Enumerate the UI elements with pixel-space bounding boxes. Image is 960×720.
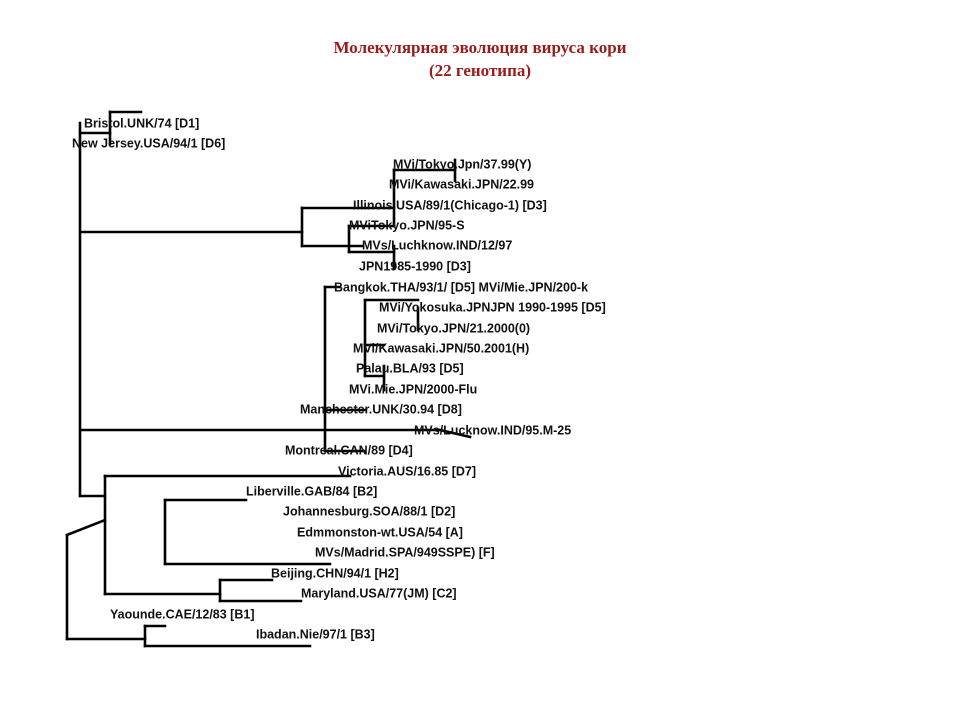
- leaf-label-l22: MVs/Madrid.SPA/949SSPE) [F]: [315, 545, 495, 559]
- title-line-1: Молекулярная эволюция вируса кори: [333, 38, 627, 57]
- tree-branch: [65, 518, 107, 537]
- leaf-label-l24: Maryland.USA/77(JM) [C2]: [301, 586, 457, 600]
- leaf-label-l02: New Jersey.USA/94/1 [D6]: [72, 136, 225, 150]
- leaf-label-l14: MVi.Mie.JPN/2000-Flu: [349, 382, 477, 396]
- title-line-2: (22 генотипа): [428, 61, 532, 80]
- leaf-label-l25: Yaounde.CAE/12/83 [B1]: [110, 607, 255, 621]
- leaf-label-l17: Montreal.CAN/89 [D4]: [285, 443, 413, 457]
- diagram-title: Молекулярная эволюция вируса кори (22 ге…: [0, 36, 960, 82]
- leaf-label-l06: MViTokyo.JPN/95-S: [349, 218, 465, 232]
- tree-branch: [438, 428, 472, 439]
- leaf-label-l13: Palau.BLA/93 [D5]: [356, 361, 464, 375]
- leaf-label-l16: MVs/Lucknow.IND/95.M-25: [414, 423, 571, 437]
- leaf-label-l23: Beijing.CHN/94/1 [H2]: [271, 566, 399, 580]
- leaf-label-l19: Liberville.GAB/84 [B2]: [246, 484, 377, 498]
- leaf-label-l15: Manchester.UNK/30.94 [D8]: [300, 402, 462, 416]
- leaf-label-l09: Bangkok.THA/93/1/ [D5] MVi/Mie.JPN/200-k: [334, 280, 588, 294]
- leaf-label-l01: Bristol.UNK/74 [D1]: [84, 116, 199, 130]
- leaf-label-l03: MVi/Tokyo.Jpn/37.99(Y): [393, 157, 531, 171]
- leaf-label-l12: MVi/Kawasaki.JPN/50.2001(H): [353, 341, 529, 355]
- leaf-label-l18: Victoria.AUS/16.85 [D7]: [338, 464, 476, 478]
- leaf-label-l04: MVi/Kawasaki.JPN/22.99: [389, 177, 534, 191]
- leaf-label-l26: Ibadan.Nie/97/1 [B3]: [256, 627, 375, 641]
- leaf-label-l20: Johannesburg.SOA/88/1 [D2]: [283, 504, 455, 518]
- leaf-label-l07: MVs/Luchknow.IND/12/97: [362, 238, 512, 252]
- leaf-label-l08: JPN1985-1990 [D3]: [359, 259, 471, 273]
- leaf-label-l21: Edmmonston-wt.USA/54 [A]: [297, 525, 463, 539]
- leaf-label-l05: Illinois.USA/89/1(Chicago-1) [D3]: [353, 198, 547, 212]
- leaf-label-l11: MVi/Tokyo.JPN/21.2000(0): [377, 321, 530, 335]
- leaf-label-l10: MVi/Yokosuka.JPNJPN 1990-1995 [D5]: [379, 300, 606, 314]
